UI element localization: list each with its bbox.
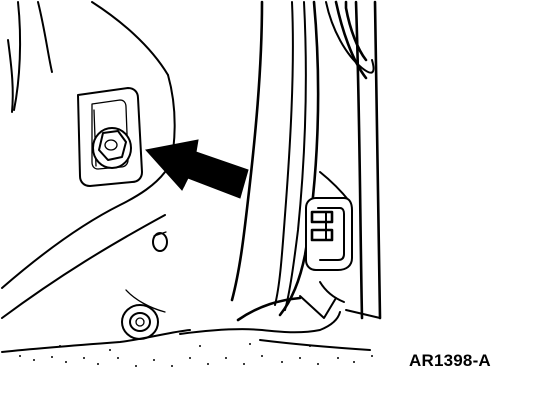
locating-pin [152,231,168,252]
bolt-upper [92,127,132,169]
figure-id-label: AR1398-A [409,351,491,370]
stipple-texture [19,343,373,367]
panel-outline [1,1,176,319]
latch-striker [305,171,353,303]
callout-arrow [145,139,249,199]
bolt-lower [121,304,159,340]
door-frame [230,0,320,322]
weatherstrip-channel [325,0,382,320]
floor-contour [1,289,371,353]
